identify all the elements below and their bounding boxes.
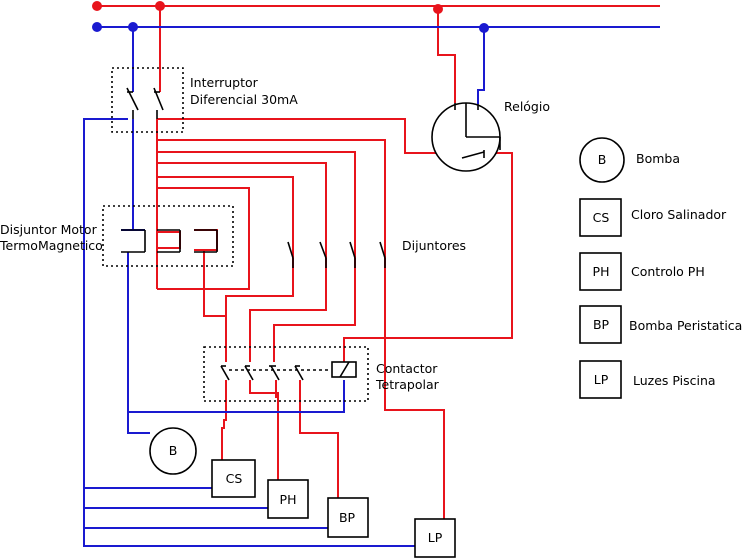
legend-item-pump: B Bomba: [579, 137, 680, 183]
timer-clock: Relógio: [431, 99, 550, 172]
contactor-label-line1: Contactor: [376, 361, 438, 376]
legend-code: LP: [594, 372, 609, 387]
chlorinator-label: CS: [226, 471, 243, 486]
neutral-wires: [83, 26, 660, 547]
ph-label: PH: [280, 492, 297, 507]
rcd-label-line1: Interruptor: [190, 75, 259, 90]
legend-text: Controlo PH: [631, 264, 705, 279]
motor-breaker-label-line2: TermoMagnetico: [0, 238, 103, 253]
pump-component: B: [149, 427, 197, 475]
legend-item-lights: LP Luzes Piscina: [579, 360, 716, 399]
legend-code: PH: [593, 264, 610, 279]
motor-breaker: Disjuntor Motor TermoMagnetico: [0, 205, 234, 267]
legend-code: B: [598, 152, 607, 167]
ph-component: PH: [267, 479, 309, 519]
chlorinator-component: CS: [211, 459, 256, 498]
circuit-breakers: [287, 241, 386, 268]
legend-text: Bomba Peristatica: [629, 318, 742, 333]
peristaltic-component: BP: [327, 497, 369, 538]
legend-item-peristaltic: BP Bomba Peristatica: [579, 305, 742, 344]
pump-label: B: [169, 443, 178, 458]
rcd-label-line2: Diferencial 30mA: [190, 92, 298, 107]
legend: B Bomba CS Cloro Salinador PH Controlo P…: [579, 137, 742, 399]
legend-item-ph: PH Controlo PH: [579, 252, 705, 291]
legend-item-chlorinator: CS Cloro Salinador: [579, 198, 727, 237]
lights-component: LP: [414, 518, 456, 558]
legend-text: Luzes Piscina: [633, 373, 716, 388]
peristaltic-label: BP: [339, 510, 356, 525]
rcd-switch: Interruptor Diferencial 30mA: [111, 67, 298, 133]
motor-breaker-label-line1: Disjuntor Motor: [0, 222, 98, 237]
legend-text: Cloro Salinador: [631, 207, 727, 222]
lights-label: LP: [428, 530, 443, 545]
legend-code: CS: [593, 210, 610, 225]
contactor-label-line2: Tetrapolar: [375, 377, 440, 392]
contactor: Contactor Tetrapolar: [203, 346, 440, 402]
terminal-dots: [92, 1, 489, 33]
breakers-label: Dijuntores: [402, 238, 466, 253]
legend-text: Bomba: [636, 151, 680, 166]
legend-code: BP: [593, 317, 610, 332]
clock-label: Relógio: [504, 99, 550, 114]
